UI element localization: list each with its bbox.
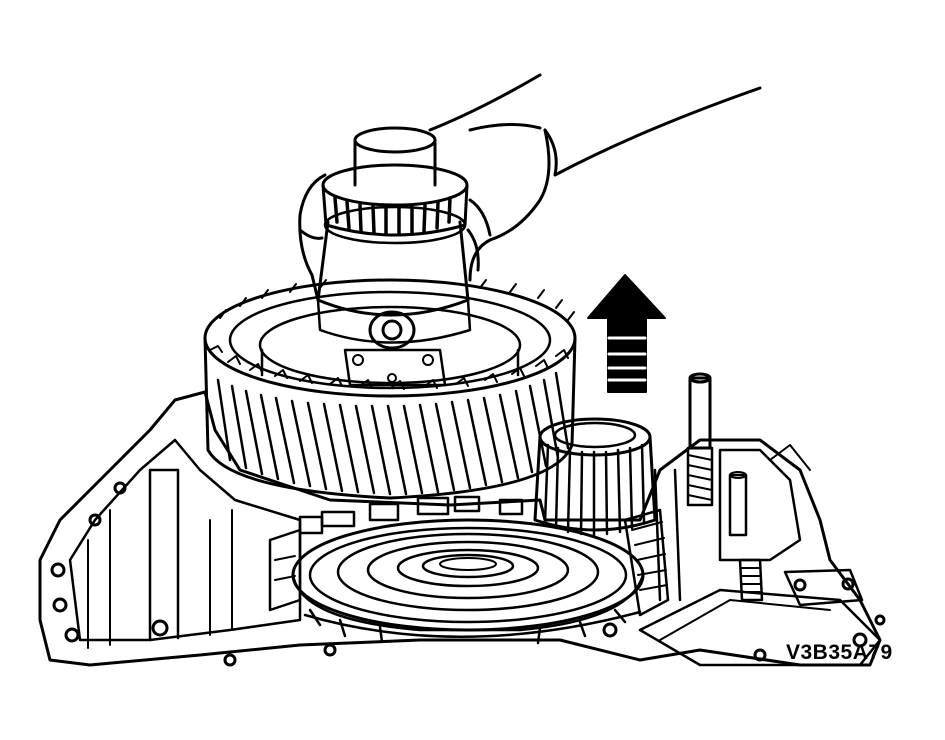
hand-holding-gear (298, 73, 762, 302)
tapered-roller-bearing (321, 126, 469, 245)
transaxle-case (38, 390, 886, 667)
pinion-gear (533, 417, 670, 617)
figure-code: V3B35A79 (786, 641, 893, 664)
clutch-plate-assembly (291, 518, 645, 645)
up-arrow-icon (587, 274, 666, 393)
differential-case (316, 220, 472, 387)
shaft-and-spring (686, 372, 764, 602)
final-drive-ring-gear (203, 278, 577, 500)
